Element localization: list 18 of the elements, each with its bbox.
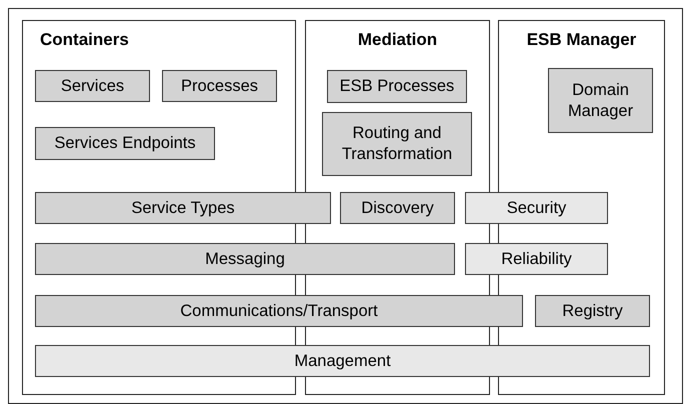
panel-heading: Containers: [40, 30, 129, 50]
layer-box: Messaging: [35, 243, 455, 275]
panel-heading: Mediation: [356, 30, 438, 50]
layer-box: Management: [35, 345, 650, 377]
layer-box: ESB Processes: [327, 70, 467, 103]
layer-box: Registry: [535, 295, 650, 327]
layer-box: Domain Manager: [548, 68, 653, 133]
layer-box: Communications/Transport: [35, 295, 523, 327]
layer-box: Processes: [162, 70, 277, 102]
layer-box: Discovery: [340, 192, 455, 224]
outer-frame: [8, 8, 683, 404]
panel-heading: ESB Manager: [526, 30, 638, 50]
layer-box: Services Endpoints: [35, 127, 215, 160]
layer-box: Service Types: [35, 192, 331, 224]
layer-box: Security: [465, 192, 608, 224]
layer-box: Routing and Transformation: [322, 112, 472, 176]
layer-box: Reliability: [465, 243, 608, 275]
layer-box: Services: [35, 70, 150, 102]
